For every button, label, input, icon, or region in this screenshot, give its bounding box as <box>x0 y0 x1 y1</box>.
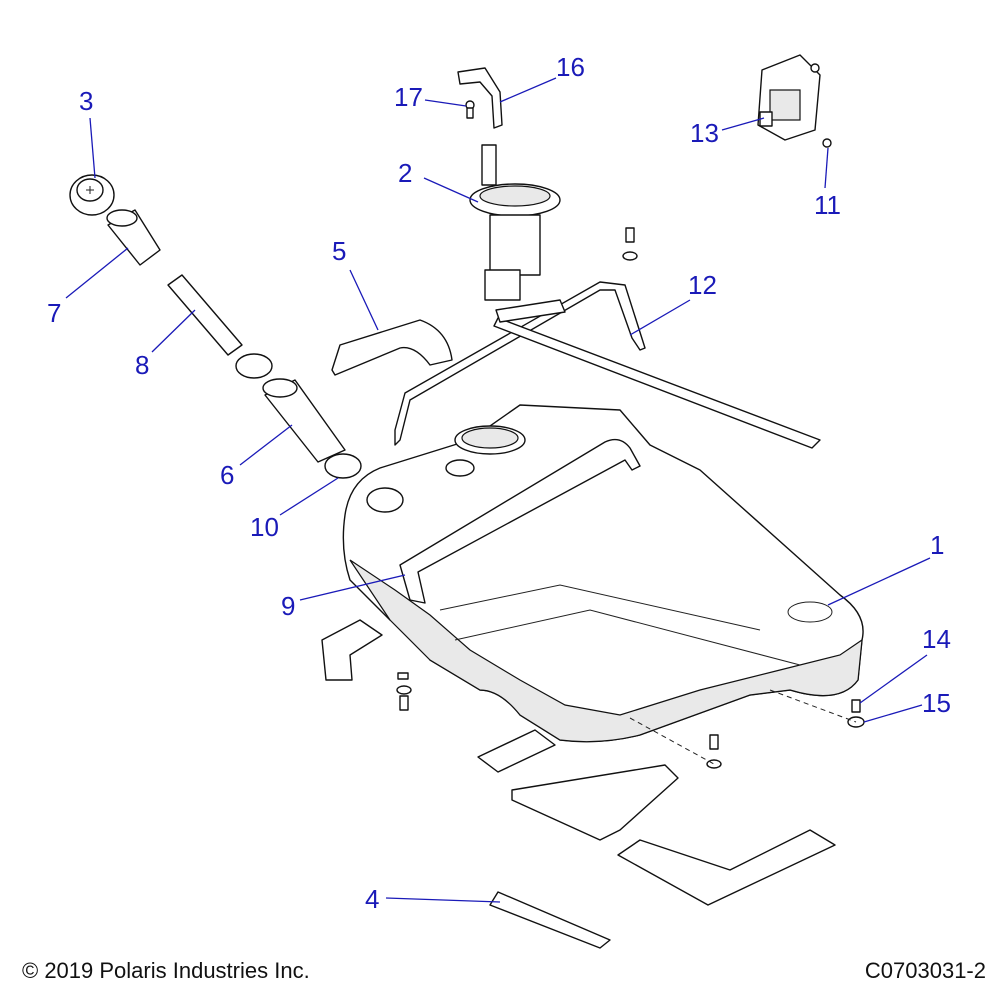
leader-line <box>423 177 479 203</box>
leader-line <box>89 117 96 179</box>
bolt-top <box>622 227 638 261</box>
leader-line <box>824 147 829 189</box>
control-module <box>757 54 832 148</box>
callout-2: 2 <box>398 158 413 188</box>
leader-line <box>863 704 923 723</box>
callout-10: 10 <box>250 512 279 542</box>
leader-line <box>299 574 406 601</box>
leader-line <box>629 299 691 336</box>
leader-line <box>279 477 339 516</box>
callout-4: 4 <box>365 884 380 914</box>
filler-neck <box>106 209 161 266</box>
copyright-notice: © 2019 Polaris Industries Inc. <box>22 958 310 983</box>
callout-9: 9 <box>281 591 296 621</box>
callout-7: 7 <box>47 298 62 328</box>
fuel-tank <box>342 404 864 743</box>
leader-line <box>721 117 765 131</box>
callout-12: 12 <box>688 270 717 300</box>
leader-line <box>385 897 501 903</box>
callout-5: 5 <box>332 236 347 266</box>
bolt-14 <box>851 699 861 713</box>
fuel-cap <box>69 174 115 216</box>
leader-line <box>239 424 293 466</box>
leader-line <box>151 309 196 353</box>
callout-17: 17 <box>394 82 423 112</box>
fuel-pump <box>469 144 566 323</box>
foam-pads <box>477 729 836 949</box>
callout-1: 1 <box>930 530 945 560</box>
drawing-number: C0703031-2 <box>864 958 986 983</box>
callout-11: 11 <box>814 190 841 220</box>
leader-line <box>349 269 379 331</box>
filler-tube <box>167 274 243 356</box>
hose-clamp-upper <box>235 353 273 379</box>
bolt-bottom <box>706 734 722 769</box>
assembly-line <box>629 717 715 765</box>
leader-line <box>499 77 557 103</box>
mounting-bracket <box>457 67 503 129</box>
callout-6: 6 <box>220 460 235 490</box>
callout-15: 15 <box>922 688 951 718</box>
callout-8: 8 <box>135 350 150 380</box>
fuel-hose <box>262 378 346 463</box>
callout-13: 13 <box>690 118 719 148</box>
support-strap <box>394 281 821 449</box>
callout-14: 14 <box>922 624 951 654</box>
callout-16: 16 <box>556 52 585 82</box>
leader-line <box>859 654 928 704</box>
tank-strap <box>399 438 641 604</box>
leader-line <box>65 247 129 299</box>
spacer-bracket <box>321 619 383 681</box>
leader-line <box>424 99 467 107</box>
bolt-left <box>396 672 412 711</box>
heat-shield <box>331 319 453 376</box>
hose-clamp-lower <box>324 453 362 479</box>
leader-line <box>827 557 931 606</box>
assembly-line <box>769 689 857 723</box>
callout-3: 3 <box>79 86 94 116</box>
